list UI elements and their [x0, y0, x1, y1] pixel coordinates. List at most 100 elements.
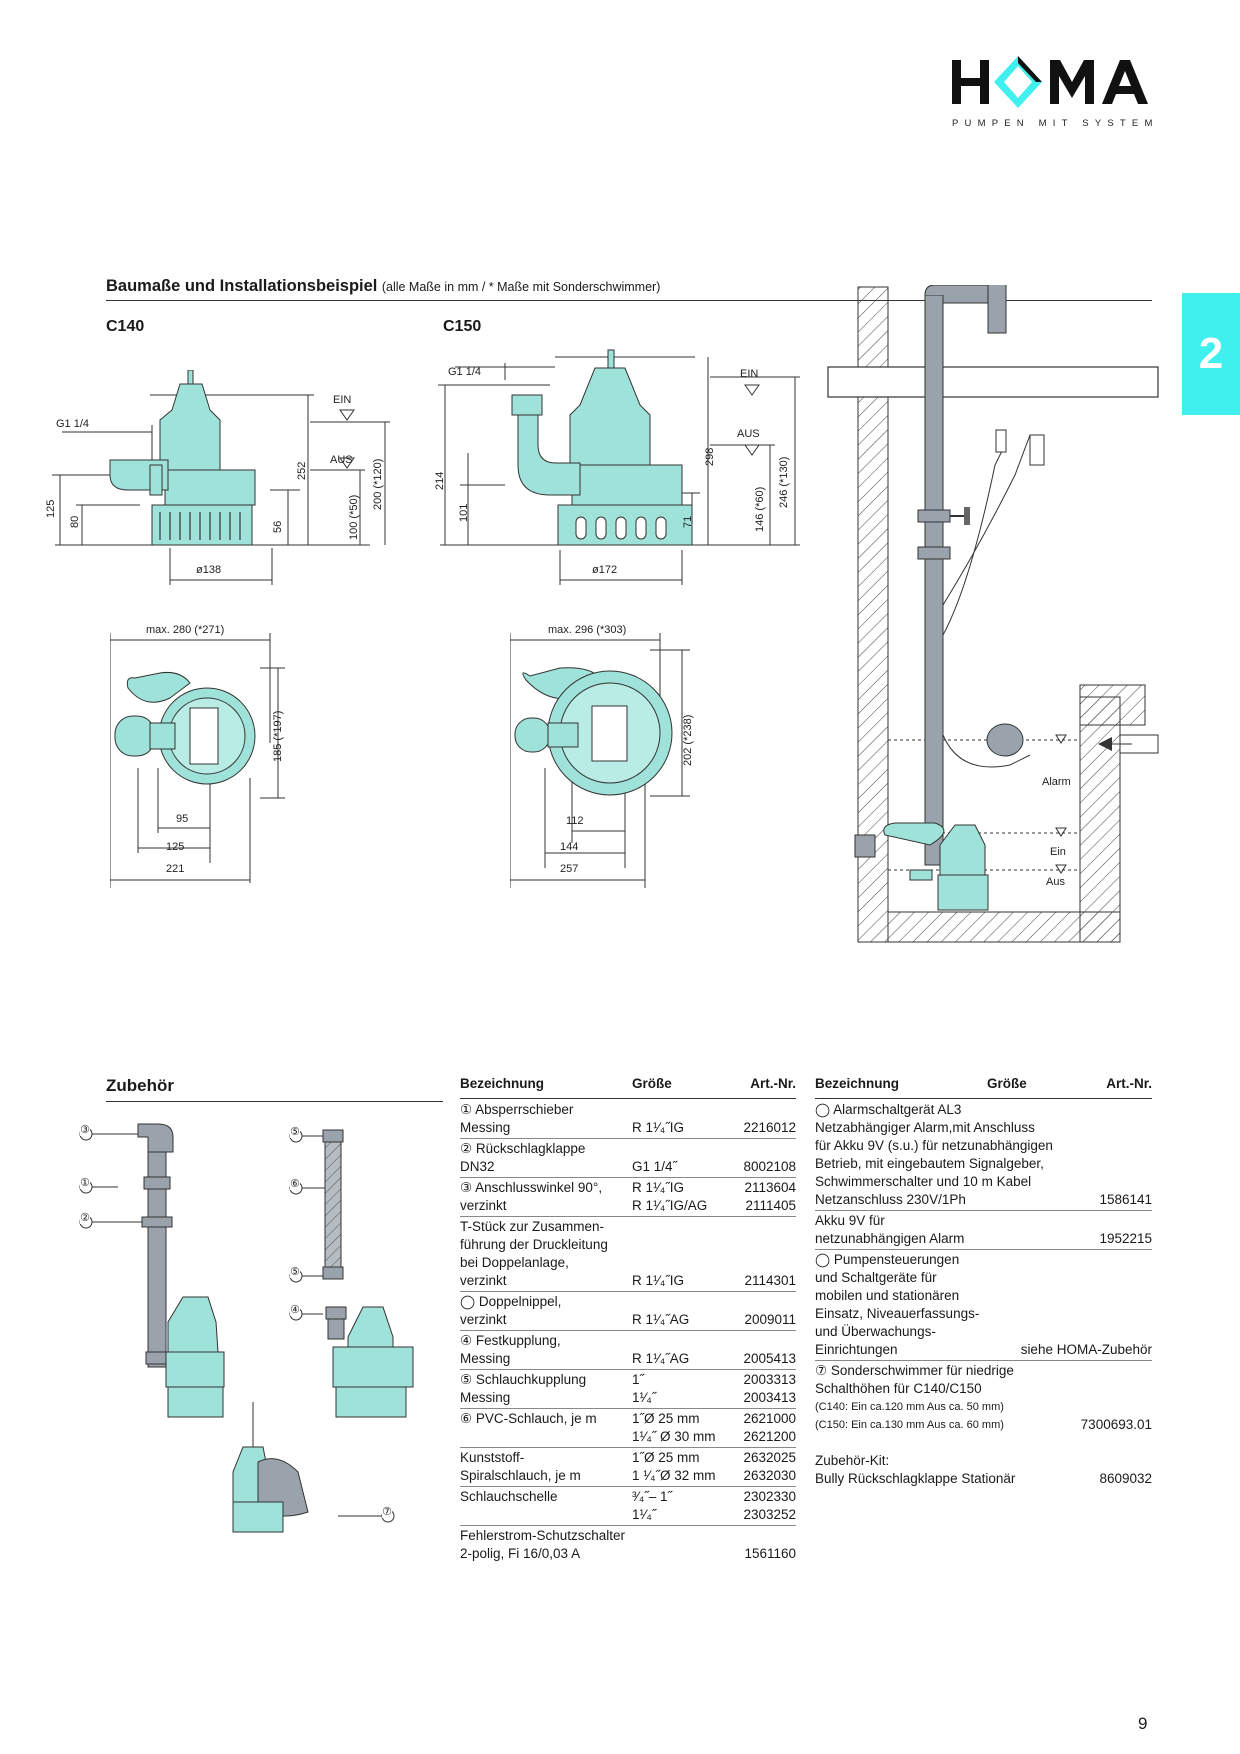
table-row: führung der Druckleitung	[460, 1236, 796, 1254]
cell-name: führung der Druckleitung	[460, 1237, 608, 1252]
cell-size: 1˝Ø 25 mm	[632, 1450, 700, 1465]
cell-name: (C150: Ein ca.130 mm Aus ca. 60 mm)	[815, 1419, 1004, 1431]
col-header-art: Art.-Nr.	[1106, 1076, 1152, 1091]
cell-name: ◯ Doppelnippel,	[460, 1294, 562, 1309]
c150-side-dim: 202 (*238)	[682, 714, 694, 766]
cell-art: 8002108	[743, 1159, 796, 1174]
cell-name: und Überwachungs-	[815, 1324, 936, 1339]
cell-name: Akku 9V für	[815, 1213, 885, 1228]
cell-name: 2-polig, Fi 16/0,03 A	[460, 1546, 581, 1561]
row-divider	[460, 1330, 796, 1331]
cell-name: Schwimmerschalter und 10 m Kabel	[815, 1174, 1032, 1189]
cell-art: siehe HOMA-Zubehör	[1020, 1342, 1152, 1357]
row-divider	[460, 1216, 796, 1217]
cell-size: R 1¹⁄₄˝IG	[632, 1120, 685, 1135]
c150-w144: 144	[560, 841, 579, 853]
cell-name: ◯ Alarmschaltgerät AL3	[815, 1102, 962, 1117]
table-row: Schwimmerschalter und 10 m Kabel	[815, 1173, 1152, 1191]
table-row: mobilen und stationären	[815, 1287, 1152, 1305]
c140-side-drawing	[52, 370, 390, 585]
c140-w125: 125	[166, 841, 185, 853]
section-title: Baumaße und Installationsbeispiel	[106, 277, 378, 295]
cell-art: 1586141	[1099, 1192, 1152, 1207]
cell-name: Netzanschluss 230V/1Ph	[815, 1192, 966, 1207]
homa-logo: PUMPEN MIT SYSTEM	[950, 52, 1155, 132]
cell-art: 2111405	[745, 1198, 796, 1213]
c150-aus-label: AUS	[737, 428, 760, 440]
installation-diagram	[827, 285, 1159, 943]
cell-name: Messing	[460, 1351, 511, 1366]
c150-h246: 246 (*130)	[778, 456, 790, 508]
section-note: (alle Maße in mm / * Maße mit Sonderschw…	[381, 280, 661, 294]
c140-max-width: max. 280 (*271)	[146, 624, 225, 636]
callout-marker: ⑤	[290, 1126, 300, 1138]
cell-size: 1¹⁄₄˝	[632, 1390, 657, 1405]
cell-art: 8609032	[1099, 1471, 1152, 1486]
cell-name: Kunststoff-	[460, 1450, 525, 1465]
c150-thread-label: G1 1/4	[448, 366, 482, 378]
cell-art: 2303252	[743, 1507, 796, 1522]
install-aus-label: Aus	[1046, 876, 1065, 888]
zubehoer-drawing	[79, 1123, 414, 1533]
cell-size: R 1¹⁄₄˝IG/AG	[632, 1198, 708, 1213]
c140-h200: 200 (*120)	[372, 458, 384, 510]
col-header-name: Bezeichnung	[460, 1076, 545, 1091]
cell-name: Zubehör-Kit:	[815, 1453, 890, 1468]
table-row: ② Rückschlagklappe	[460, 1140, 796, 1158]
callout-marker: ③	[80, 1124, 90, 1136]
table-row: verzinkt R 1¹⁄₄˝IG/AG 2111405	[460, 1197, 796, 1215]
section-rule	[106, 300, 1152, 301]
table-row	[815, 1434, 1152, 1452]
col-header-art: Art.-Nr.	[750, 1076, 796, 1091]
cell-size: 1 ¹⁄₄˝Ø 32 mm	[632, 1468, 716, 1483]
table-row: T-Stück zur Zusammen-	[460, 1218, 796, 1236]
row-divider	[460, 1177, 796, 1178]
install-alarm-label: Alarm	[1042, 776, 1071, 788]
c150-title: C150	[443, 318, 482, 335]
row-divider	[460, 1447, 796, 1448]
callout-marker: ⑥	[290, 1178, 300, 1190]
table-row: bei Doppelanlage,	[460, 1254, 796, 1272]
c150-side-drawing	[438, 349, 800, 585]
c140-thread-label: G1 1/4	[56, 418, 90, 430]
c140-h252: 252	[296, 461, 308, 480]
callout-marker: ①	[80, 1177, 90, 1189]
cell-name: Einrichtungen	[815, 1342, 898, 1357]
callout-marker: ⑤	[290, 1266, 300, 1278]
cell-size: R 1¹⁄₄˝AG	[632, 1312, 690, 1327]
cell-name: verzinkt	[460, 1198, 507, 1213]
table-row: und Überwachungs-	[815, 1323, 1152, 1341]
chapter-number: 2	[1198, 329, 1224, 378]
accessory-table-right: Bezeichnung Größe Art.-Nr. ◯ Alarmschalt…	[815, 1076, 1152, 1488]
table-row: Netzabhängiger Alarm,mit Anschluss	[815, 1119, 1152, 1137]
accessory-table-left: Bezeichnung Größe Art.-Nr. ① Absperrschi…	[460, 1076, 796, 1563]
cell-name: verzinkt	[460, 1273, 507, 1288]
cell-size: 1¹⁄₄˝	[632, 1507, 657, 1522]
cell-name: Einsatz, Niveauerfassungs-	[815, 1306, 980, 1321]
table-row: Betrieb, mit eingebautem Signalgeber,	[815, 1155, 1152, 1173]
cell-name: (C140: Ein ca.120 mm Aus ca. 50 mm)	[815, 1401, 1004, 1413]
row-divider	[815, 1210, 1152, 1211]
c150-ein-label: EIN	[740, 368, 759, 380]
table-row: Einrichtungen siehe HOMA-Zubehör	[815, 1341, 1152, 1359]
row-divider	[460, 1525, 796, 1526]
cell-name: für Akku 9V (s.u.) für netzunabhängigen	[815, 1138, 1053, 1153]
c150-w112: 112	[566, 815, 584, 827]
cell-art: 2003413	[743, 1390, 796, 1405]
col-header-size: Größe	[987, 1076, 1027, 1091]
cell-size: G1 1/4˝	[632, 1159, 678, 1174]
cell-name: Messing	[460, 1390, 511, 1405]
row-divider	[460, 1138, 796, 1139]
zubehoer-title: Zubehör	[106, 1076, 174, 1095]
row-divider	[460, 1369, 796, 1370]
c140-h100: 100 (*50)	[348, 494, 360, 540]
c140-h125: 125	[45, 499, 57, 518]
c140-ein-label: EIN	[333, 394, 352, 406]
cell-name: und Schaltgeräte für	[815, 1270, 937, 1285]
